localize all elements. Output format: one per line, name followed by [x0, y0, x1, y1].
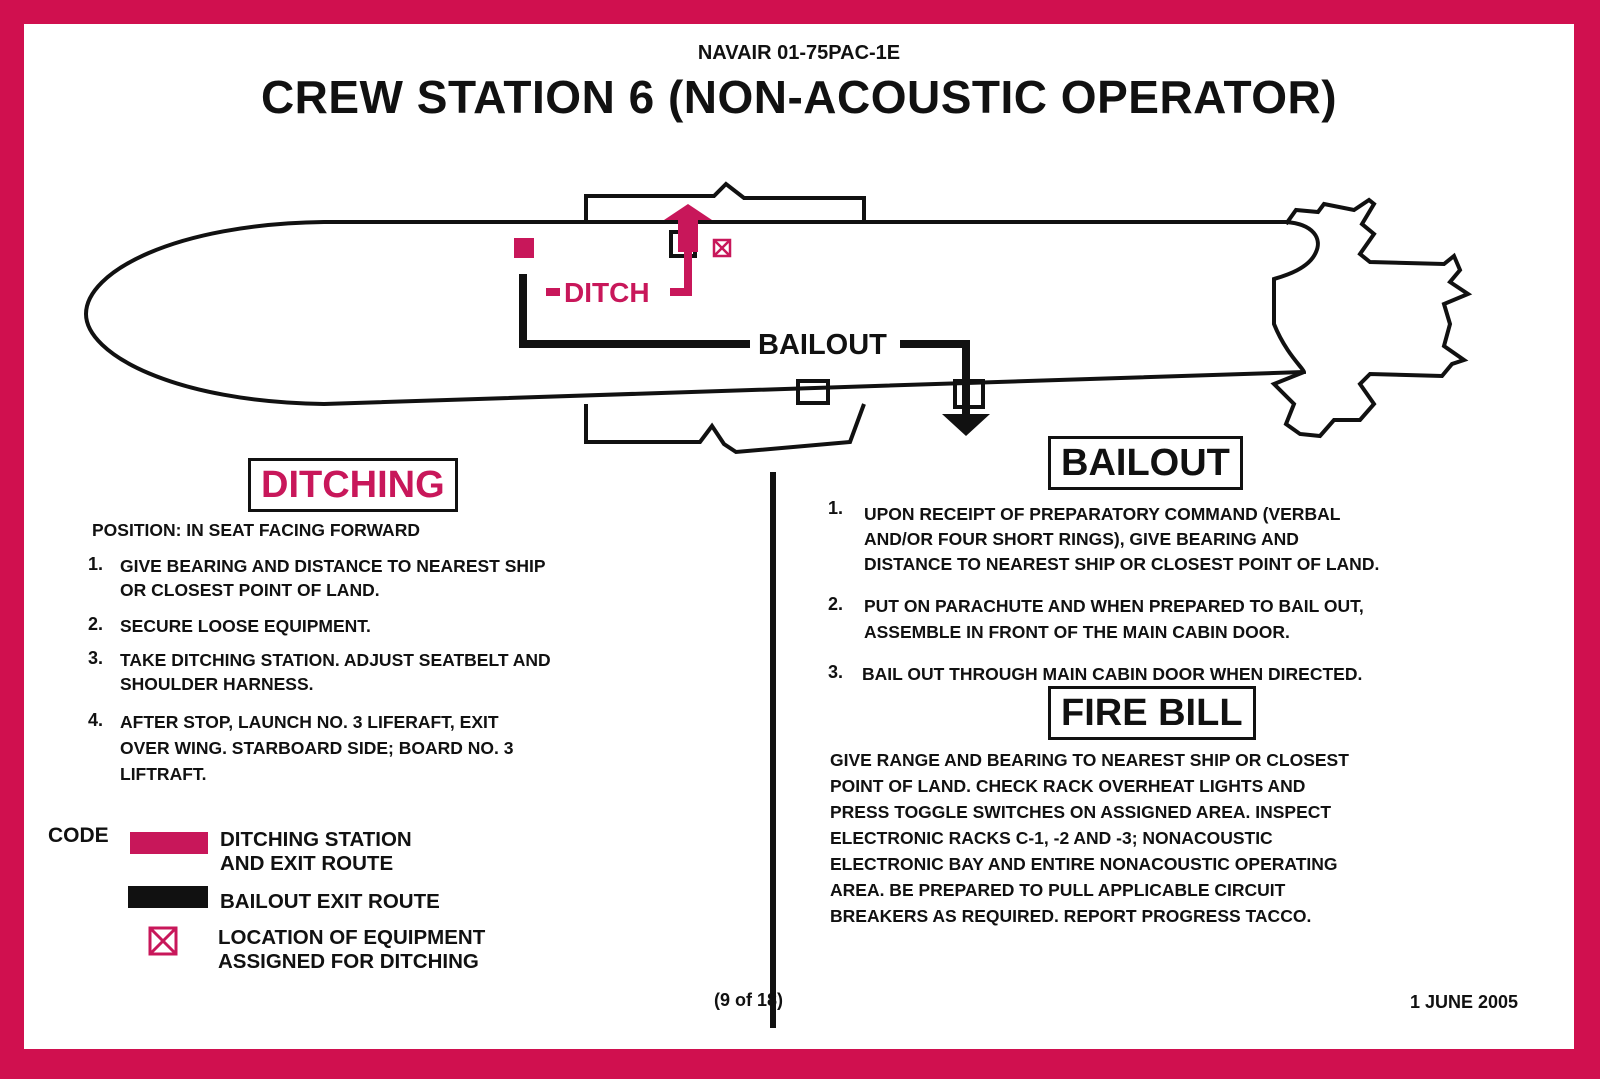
ditching-step-line: TAKE DITCHING STATION. ADJUST SEATBELT A…	[120, 650, 551, 670]
ditch-route-label: DITCH	[564, 277, 650, 308]
aircraft-diagram: DITCH BAILOUT	[83, 181, 1473, 455]
ditching-station-marker	[514, 238, 534, 258]
ditch-arrow-icon	[664, 204, 712, 252]
ditch-route-line	[670, 238, 692, 296]
bailout-step-line: DISTANCE TO NEAREST SHIP OR CLOSEST POIN…	[864, 554, 1380, 574]
ditching-step-line: OVER WING. STARBOARD SIDE; BOARD NO. 3	[120, 738, 514, 758]
ditching-step-line: GIVE BEARING AND DISTANCE TO NEAREST SHI…	[120, 556, 546, 576]
bailout-route-line-right	[900, 340, 970, 416]
bailout-step-line: ASSEMBLE IN FRONT OF THE MAIN CABIN DOOR…	[864, 622, 1290, 642]
ditching-step-number: 4.	[88, 710, 104, 730]
page-title: CREW STATION 6 (NON-ACOUSTIC OPERATOR)	[260, 71, 1338, 123]
document-id: NAVAIR 01-75PAC-1E	[697, 42, 901, 64]
ditching-step-number: 3.	[88, 648, 104, 668]
page-number: (9 of 18)	[714, 990, 784, 1010]
ditching-step-line: AFTER STOP, LAUNCH NO. 3 LIFERAFT, EXIT	[120, 712, 499, 732]
fire-bill-line: BREAKERS AS REQUIRED. REPORT PROGRESS TA…	[830, 906, 1312, 926]
bailout-step-number: 1.	[828, 498, 844, 518]
ditching-heading: DITCHING	[248, 458, 458, 512]
fuselage-outline	[83, 220, 1320, 407]
cabin-door-box	[796, 379, 830, 405]
fire-bill-line: POINT OF LAND. CHECK RACK OVERHEAT LIGHT…	[830, 776, 1306, 796]
fire-bill-line: GIVE RANGE AND BEARING TO NEAREST SHIP O…	[830, 750, 1349, 770]
revision-date: 1 JUNE 2005	[1410, 992, 1519, 1012]
lower-wing-outline	[584, 403, 866, 455]
fire-bill-line: AREA. BE PREPARED TO PULL APPLICABLE CIR…	[830, 880, 1286, 900]
bailout-step-line: UPON RECEIPT OF PREPARATORY COMMAND (VER…	[864, 504, 1341, 524]
ditch-route-dash	[546, 288, 560, 296]
bailout-arrow-icon	[942, 414, 990, 436]
section-divider	[770, 472, 776, 1028]
ditching-step-line: SHOULDER HARNESS.	[120, 674, 314, 694]
bailout-step-number: 2.	[828, 594, 844, 614]
upper-wing-outline	[584, 181, 866, 222]
ditch-route-swatch	[130, 832, 208, 854]
legend-code-label: CODE	[48, 824, 109, 847]
tail-outline	[1270, 197, 1473, 439]
legend-item-label: BAILOUT EXIT ROUTE	[220, 890, 440, 913]
ditching-step-number: 2.	[88, 614, 104, 634]
bailout-route-line-left	[519, 274, 750, 348]
placard: NAVAIR 01-75PAC-1E CREW STATION 6 (NON-A…	[24, 24, 1574, 1049]
bailout-step-line: BAIL OUT THROUGH MAIN CABIN DOOR WHEN DI…	[862, 664, 1363, 684]
legend-item-label: LOCATION OF EQUIPMENT	[218, 926, 486, 949]
fire-bill-line: PRESS TOGGLE SWITCHES ON ASSIGNED AREA. …	[830, 802, 1332, 822]
ditching-position: POSITION: IN SEAT FACING FORWARD	[92, 520, 420, 540]
bailout-step-line: AND/OR FOUR SHORT RINGS), GIVE BEARING A…	[864, 529, 1299, 549]
bailout-step-number: 3.	[828, 662, 844, 682]
fire-bill-line: ELECTRONIC RACKS C-1, -2 AND -3; NONACOU…	[830, 828, 1273, 848]
ditching-step-line: OR CLOSEST POINT OF LAND.	[120, 580, 380, 600]
ditching-step-line: LIFTRAFT.	[120, 764, 207, 784]
bailout-route-label: BAILOUT	[758, 329, 887, 361]
bailout-route-swatch	[128, 886, 208, 908]
ditching-step-line: SECURE LOOSE EQUIPMENT.	[120, 616, 371, 636]
fire-bill-line: ELECTRONIC BAY AND ENTIRE NONACOUSTIC OP…	[830, 854, 1338, 874]
legend-item-label: ASSIGNED FOR DITCHING	[218, 950, 479, 973]
bailout-heading: BAILOUT	[1048, 436, 1243, 490]
bailout-step-line: PUT ON PARACHUTE AND WHEN PREPARED TO BA…	[864, 596, 1364, 616]
equipment-marker-icon	[712, 238, 732, 258]
ditching-step-number: 1.	[88, 554, 104, 574]
boxed-x-icon	[148, 926, 178, 956]
legend-item-label: DITCHING STATION	[220, 828, 412, 851]
legend-item-label: AND EXIT ROUTE	[220, 852, 394, 875]
fire-bill-heading: FIRE BILL	[1048, 686, 1256, 740]
